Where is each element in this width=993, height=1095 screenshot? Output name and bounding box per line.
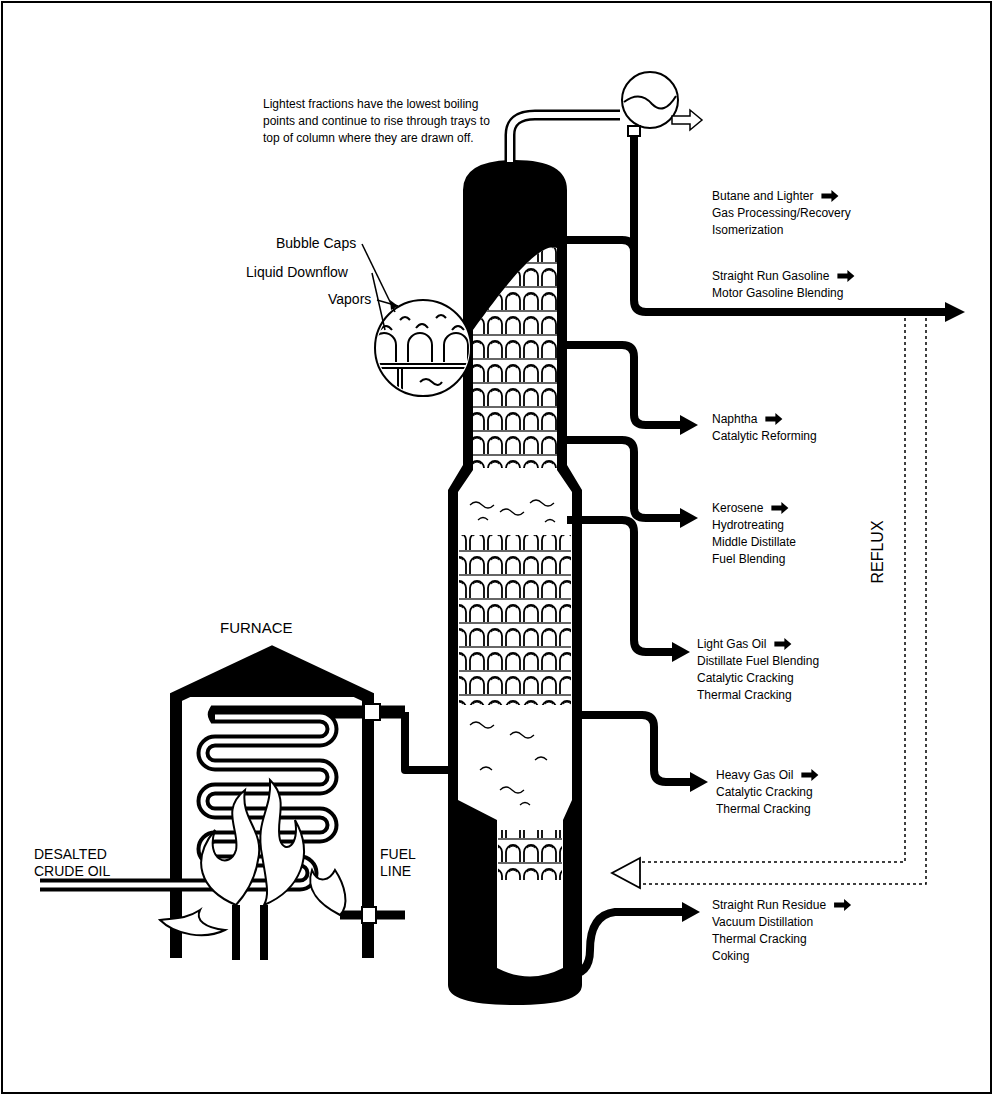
heading-arrow	[765, 413, 782, 425]
label-text: Heavy Gas Oil	[716, 767, 793, 783]
reflux-drum	[622, 72, 678, 128]
label-text: Naphtha	[712, 411, 757, 427]
label-text: FUEL LINE	[380, 846, 426, 880]
burner-pipes	[236, 905, 264, 960]
label-text: Distillate Fuel Blending	[697, 653, 819, 669]
flames	[160, 780, 345, 935]
label-text: Coking	[712, 948, 749, 964]
pipe-arrowheads	[672, 302, 965, 922]
heading-arrow	[837, 270, 854, 282]
fuel-passage	[362, 907, 376, 923]
heading-arrow	[771, 502, 788, 514]
label-text: DESALTED CRUDE OIL	[34, 846, 134, 880]
label-text: Catalytic Cracking	[697, 670, 794, 686]
drum-outlet	[628, 126, 640, 136]
note-text: Lightest fractions have the lowest boili…	[263, 96, 503, 147]
label-text: FURNACE	[220, 620, 293, 636]
product-pipes	[405, 136, 945, 975]
magnified-caps	[370, 315, 476, 392]
label-text: Kerosene	[712, 500, 763, 516]
wall-passage	[364, 704, 380, 720]
furnace-roof	[176, 652, 368, 697]
gas-outlet-arrow	[672, 110, 702, 130]
reflux-arrowhead	[612, 858, 640, 888]
heading-arrow	[834, 899, 851, 911]
reflux-label: REFLUX	[870, 520, 886, 583]
label-text: Vapors	[328, 291, 371, 307]
upper-trays	[473, 247, 557, 468]
magnifier	[375, 300, 471, 396]
vapor-line-inner	[510, 115, 620, 162]
label-text: Gas Processing/Recovery	[712, 205, 851, 221]
boot-trays	[498, 830, 562, 880]
label-text: Liquid Downflow	[246, 264, 348, 280]
label-text: Catalytic Cracking	[716, 784, 813, 800]
label-text: Butane and Lighter	[712, 188, 813, 204]
column-interior	[458, 247, 572, 976]
label-text: Fuel Blending	[712, 551, 785, 567]
heading-arrow	[774, 638, 791, 650]
label-text: Straight Run Gasoline	[712, 268, 829, 284]
label-text: Light Gas Oil	[697, 636, 766, 652]
vapors-arrowhead	[390, 300, 398, 310]
heading-arrow	[821, 190, 838, 202]
label-text: Bubble Caps	[276, 235, 356, 251]
label-text: Catalytic Reforming	[712, 428, 817, 444]
label-text: Thermal Cracking	[697, 687, 792, 703]
label-text: Hydrotreating	[712, 517, 784, 533]
vapor-line	[510, 115, 620, 162]
heading-arrow	[801, 769, 818, 781]
drum-level	[624, 96, 676, 109]
label-text: Straight Run Residue	[712, 897, 826, 913]
leader-lines	[362, 244, 398, 330]
label-text: Thermal Cracking	[716, 801, 811, 817]
lower-trays	[459, 535, 571, 705]
label-text: Motor Gasoline Blending	[712, 285, 843, 301]
label-text: Isomerization	[712, 222, 783, 238]
label-text: Thermal Cracking	[712, 931, 807, 947]
label-text: Middle Distillate	[712, 534, 796, 550]
vapor-squiggles	[470, 500, 555, 805]
reflux-line	[640, 318, 926, 884]
column-shell	[448, 160, 582, 1005]
label-text: Vacuum Distillation	[712, 914, 813, 930]
